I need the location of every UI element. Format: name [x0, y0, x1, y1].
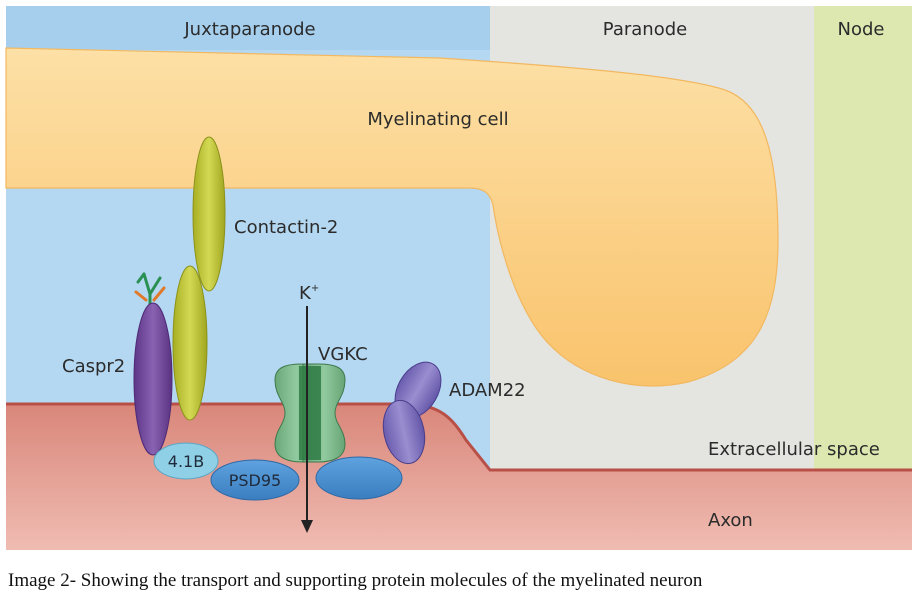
caspr2: [133, 302, 173, 456]
vgkc-label: VGKC: [318, 344, 368, 365]
region-label-node: Node: [838, 19, 885, 40]
figure-caption: Image 2- Showing the transport and suppo…: [8, 570, 703, 591]
caspr2-label: Caspr2: [62, 356, 125, 377]
region-label-juxtaparanode: Juxtaparanode: [183, 19, 315, 40]
node-region: [814, 6, 912, 550]
k-ion-label: K+: [299, 283, 319, 304]
axon: [6, 404, 912, 550]
contactin2-label: Contactin-2: [234, 217, 338, 238]
protein-41b: [153, 442, 219, 480]
adam22-label: ADAM22: [449, 380, 526, 401]
contactin2-upper: [192, 136, 226, 292]
protein-41b-label: 4.1B: [168, 452, 204, 471]
extracellular-space-label: Extracellular space: [708, 439, 880, 460]
axon-label: Axon: [708, 510, 753, 531]
region-label-paranode: Paranode: [603, 19, 687, 40]
vgkc-channel: [274, 363, 346, 463]
psd95-right: [315, 456, 403, 500]
arrowhead-icon: [301, 520, 313, 533]
contactin2-lower: [172, 265, 208, 421]
myelinating-cell-label: Myelinating cell: [367, 109, 508, 130]
psd95-label: PSD95: [229, 471, 281, 490]
adam22: [382, 361, 442, 465]
psd95: [210, 459, 300, 501]
vgkc-pore: [299, 366, 321, 460]
myelinating-cell: [5, 47, 779, 387]
juxtaparanode-header-band: [6, 6, 490, 50]
